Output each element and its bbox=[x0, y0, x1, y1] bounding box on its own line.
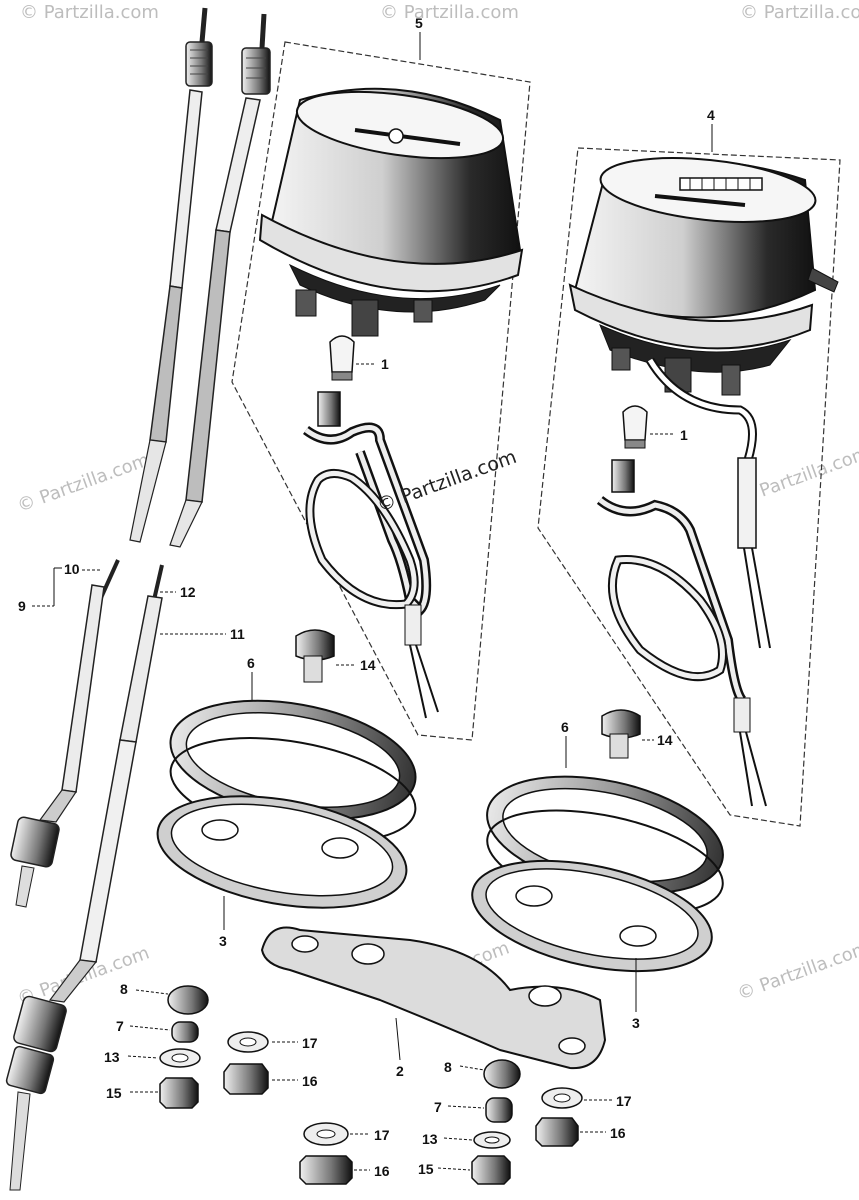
callout-bulb-left: 1 bbox=[381, 356, 389, 372]
callout-numbers: 5 4 1 1 10 9 12 11 14 14 6 6 3 3 2 8 7 1… bbox=[18, 15, 715, 1179]
callout-cap-nut-left: 8 bbox=[120, 981, 128, 997]
meter-bracket[interactable] bbox=[260, 926, 607, 1070]
watermark-tile-8: © Partzilla.com bbox=[735, 937, 859, 1004]
tachometer-assembly-outline bbox=[537, 147, 841, 827]
callout-washer-b-far-right: 17 bbox=[616, 1093, 632, 1109]
callout-case-rubber-right: 6 bbox=[561, 719, 569, 735]
watermark-tile-4: © Partzilla.com bbox=[15, 449, 153, 516]
tachometer-cable[interactable] bbox=[5, 13, 271, 1191]
callout-cup-right: 3 bbox=[632, 1015, 640, 1031]
bolt-right[interactable] bbox=[601, 709, 641, 759]
callout-bulb-right: 1 bbox=[680, 427, 688, 443]
collar-right[interactable] bbox=[485, 1097, 513, 1123]
callout-washer-left: 13 bbox=[104, 1049, 120, 1065]
watermark-tile-1: © Partzilla.com bbox=[20, 2, 159, 23]
callout-washer-b-mid-left: 17 bbox=[302, 1035, 318, 1051]
cap-nut-left[interactable] bbox=[167, 985, 209, 1015]
callout-bracket: 2 bbox=[396, 1063, 404, 1079]
case-rubber-left[interactable] bbox=[161, 683, 425, 858]
washer-bottom-mid[interactable] bbox=[303, 1122, 349, 1146]
callout-speedo-cable: 9 bbox=[18, 598, 26, 614]
bolt-left[interactable] bbox=[295, 629, 335, 683]
collar-left[interactable] bbox=[171, 1021, 199, 1043]
speedometer-bulb[interactable] bbox=[329, 335, 355, 381]
callout-cap-nut-right: 8 bbox=[444, 1059, 452, 1075]
callout-washer-right: 13 bbox=[422, 1131, 438, 1147]
callout-case-rubber-left: 6 bbox=[247, 655, 255, 671]
callout-nut-b-far-right: 16 bbox=[610, 1125, 626, 1141]
tachometer-socket-harness[interactable] bbox=[596, 459, 767, 807]
callout-tacho-inner: 12 bbox=[180, 584, 196, 600]
cup-left[interactable] bbox=[149, 779, 415, 925]
nut-bottom-mid[interactable] bbox=[299, 1155, 353, 1185]
washer-right[interactable] bbox=[473, 1131, 511, 1149]
callout-bolt-right: 14 bbox=[657, 732, 673, 748]
washer-left[interactable] bbox=[159, 1048, 201, 1068]
washer-mid-left[interactable] bbox=[227, 1031, 269, 1053]
washer-far-right[interactable] bbox=[541, 1087, 583, 1109]
callout-nut-b-mid-left: 16 bbox=[302, 1073, 318, 1089]
callout-bolt-left: 14 bbox=[360, 657, 376, 673]
cup-right[interactable] bbox=[462, 842, 721, 991]
leader-lines bbox=[32, 32, 713, 1171]
callout-speedo-inner: 10 bbox=[64, 561, 80, 577]
callout-speedometer: 5 bbox=[415, 15, 423, 31]
callout-collar-right: 7 bbox=[434, 1099, 442, 1115]
callout-collar-left: 7 bbox=[116, 1018, 124, 1034]
nut-left[interactable] bbox=[159, 1077, 199, 1109]
watermark-tile-3: © Partzilla.com bbox=[740, 2, 859, 23]
callout-tacho-cable: 11 bbox=[230, 626, 245, 642]
callout-tachometer: 4 bbox=[707, 107, 715, 123]
callout-washer-b-bottom: 17 bbox=[374, 1127, 390, 1143]
cap-nut-right[interactable] bbox=[483, 1059, 521, 1089]
nut-right[interactable] bbox=[471, 1155, 511, 1185]
tachometer-housing[interactable] bbox=[568, 149, 839, 649]
callout-nut-b-bottom: 16 bbox=[374, 1163, 390, 1179]
tachometer-bulb[interactable] bbox=[622, 405, 648, 449]
watermark-tile-2: © Partzilla.com bbox=[380, 2, 519, 23]
nut-mid-left[interactable] bbox=[223, 1063, 269, 1095]
speedometer-housing[interactable] bbox=[258, 81, 524, 337]
speedometer-socket-harness[interactable] bbox=[303, 391, 439, 719]
callout-nut-right: 15 bbox=[418, 1161, 434, 1177]
nut-far-right[interactable] bbox=[535, 1117, 579, 1147]
callout-nut-left: 15 bbox=[106, 1085, 122, 1101]
speedometer-cable[interactable] bbox=[10, 7, 213, 908]
callout-cup-left: 3 bbox=[219, 933, 227, 949]
